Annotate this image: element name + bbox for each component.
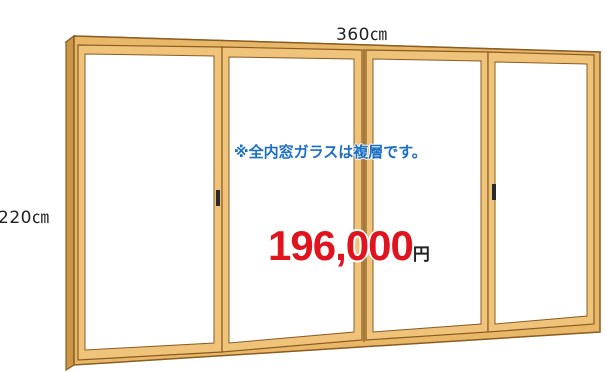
sash-4-glass [494,61,588,325]
sash-2-glass [228,56,355,344]
glass-note: ※全内窓ガラスは複層です。 [234,143,427,161]
frame-left-depth [65,34,75,372]
sash-3-glass [372,58,482,333]
width-dimension-label: 360㎝ [336,25,388,45]
height-dimension-label: 220㎝ [0,208,50,228]
sash-1-glass [84,53,215,351]
price-display: 196,000円 [268,222,430,270]
right-lock-handle [492,184,496,200]
price-value: 196,000 [268,222,414,269]
price-unit: 円 [412,245,430,265]
left-lock-handle [216,190,220,206]
